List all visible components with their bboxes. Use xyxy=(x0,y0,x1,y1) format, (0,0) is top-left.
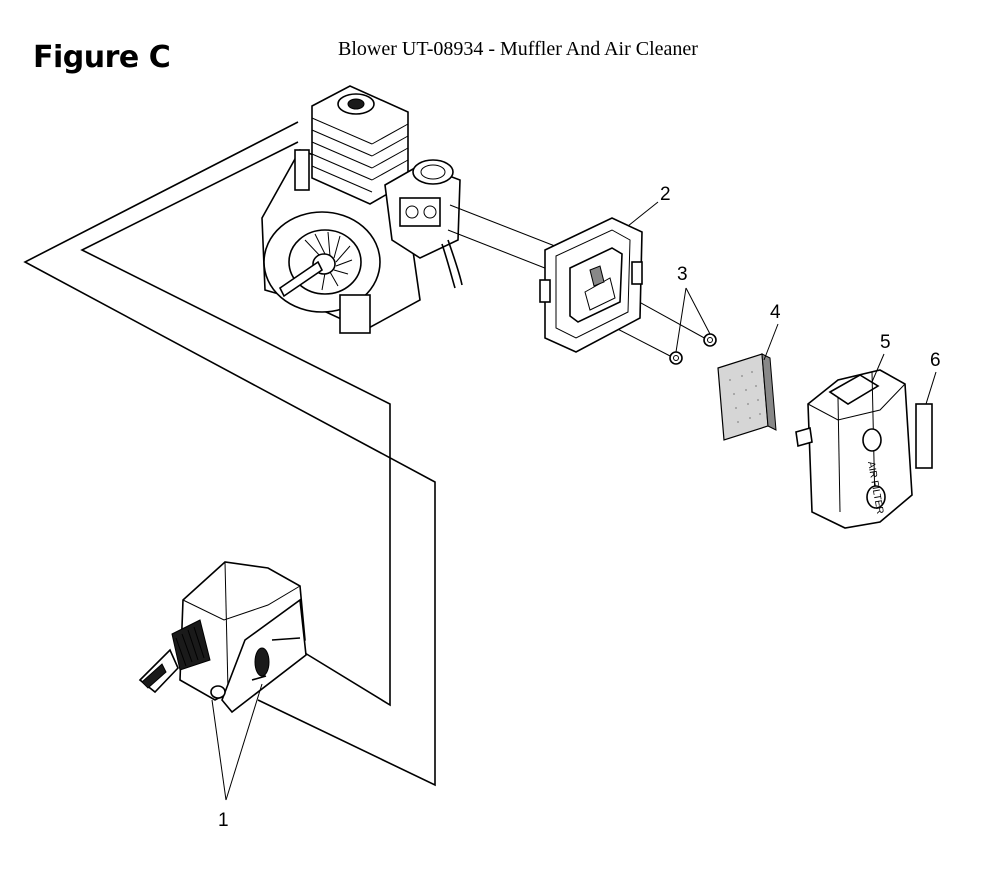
callout-number-4: 4 xyxy=(770,302,781,323)
callout-2: 2 xyxy=(627,184,671,227)
air-filter-cover: AIR FILTER xyxy=(795,369,913,529)
callout-number-1: 1 xyxy=(218,810,229,831)
muffler xyxy=(138,561,307,714)
callout-4: 4 xyxy=(763,302,781,361)
flywheel-housing xyxy=(263,211,381,313)
muffler-alignment-frame xyxy=(23,121,436,787)
callout-1: 1 xyxy=(211,683,263,831)
callout-number-5: 5 xyxy=(880,332,891,353)
engine xyxy=(261,85,463,334)
callout-5: 5 xyxy=(871,332,891,383)
figure-label: Figure C xyxy=(33,40,171,75)
filter-decal xyxy=(915,403,933,469)
callout-number-3: 3 xyxy=(677,264,688,285)
diagram-title: Blower UT-08934 - Muffler And Air Cleane… xyxy=(338,38,698,60)
air-cleaner-base xyxy=(539,217,643,353)
callout-number-2: 2 xyxy=(660,184,671,205)
callout-number-6: 6 xyxy=(930,350,941,371)
callout-6: 6 xyxy=(925,350,941,405)
filter-element xyxy=(717,353,777,441)
cylinder-fins xyxy=(311,85,409,205)
carburetor xyxy=(384,159,463,289)
muffler-outlet xyxy=(138,619,211,694)
callout-3: 3 xyxy=(675,264,711,353)
